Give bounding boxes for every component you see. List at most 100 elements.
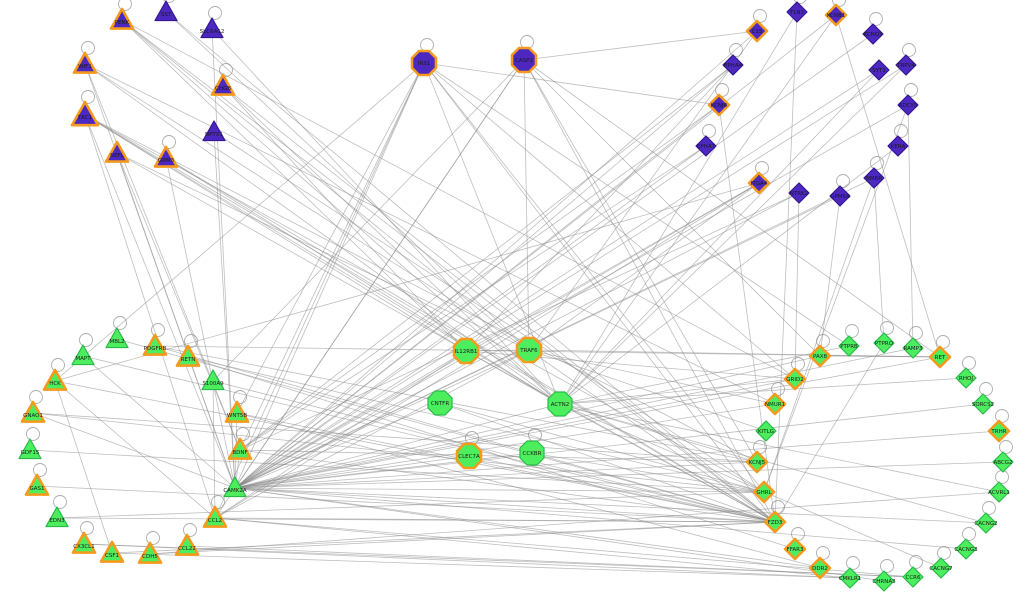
node-PENK[interactable]: PENK — [109, 7, 135, 30]
node-KITLG[interactable]: KITLG — [755, 420, 777, 442]
node-shape-GAS1[interactable] — [24, 473, 50, 496]
node-shape-KCNJ5[interactable] — [745, 450, 769, 474]
node-shape-GRID2[interactable] — [783, 367, 807, 391]
node-TRAF6[interactable]: TRAF6 — [515, 336, 543, 364]
node-shape-KCNB1[interactable] — [824, 3, 848, 27]
node-PDGFRB[interactable]: PDGFRB — [142, 333, 168, 356]
node-shape-MBL2[interactable] — [105, 327, 129, 349]
node-EDN3[interactable]: EDN3 — [45, 506, 69, 528]
node-KCNJ6[interactable]: KCNJ6 — [707, 93, 731, 117]
node-shape-PTPRO[interactable] — [873, 332, 895, 354]
node-shape-GDF15[interactable] — [18, 438, 42, 460]
node-RETN[interactable]: RETN — [175, 344, 201, 367]
node-GNAO1[interactable]: GNAO1 — [20, 400, 46, 423]
node-shape-SLC6A12[interactable] — [200, 17, 224, 39]
node-shape-CAMK2A[interactable] — [223, 476, 247, 498]
node-GRID2[interactable]: GRID2 — [783, 367, 807, 391]
node-shape-ITGA4[interactable] — [747, 171, 771, 195]
node-shape-CACNG7[interactable] — [930, 557, 952, 579]
node-IL12RB1[interactable]: IL12RB1 — [452, 337, 480, 365]
node-CASP2[interactable]: CASP2 — [510, 46, 538, 74]
node-shape-CHGB[interactable] — [210, 73, 236, 96]
node-shape-GRM3[interactable] — [153, 145, 179, 168]
node-shape-CDH5[interactable] — [137, 541, 163, 564]
node-shape-NTRK2[interactable] — [788, 182, 810, 204]
node-DDR2[interactable]: DDR2 — [808, 556, 832, 580]
node-shape-NEFL[interactable] — [104, 140, 130, 163]
node-shape-NMBR[interactable] — [863, 167, 885, 189]
node-CCL2[interactable]: CCL2 — [202, 505, 228, 528]
node-shape-ADCY5[interactable] — [897, 94, 919, 116]
node-KCNJ5[interactable]: KCNJ5 — [745, 450, 769, 474]
node-shape-S100A9[interactable] — [201, 369, 225, 391]
node-CACNG2[interactable]: CACNG2 — [974, 512, 998, 534]
node-GRM3[interactable]: GRM3 — [153, 145, 179, 168]
node-shape-HCK[interactable] — [42, 368, 68, 391]
node-shape-ABCG2[interactable] — [992, 451, 1014, 473]
node-ABCG2[interactable]: ABCG2 — [992, 451, 1014, 473]
node-shape-WNT5B[interactable] — [224, 400, 250, 423]
node-shape-SST[interactable] — [154, 0, 178, 22]
node-GAS1[interactable]: GAS1 — [24, 473, 50, 496]
node-PTPRB[interactable]: PTPRB — [838, 335, 860, 357]
node-shape-RAMP3[interactable] — [902, 337, 924, 359]
node-FZD3[interactable]: FZD3 — [763, 510, 787, 534]
node-shape-SORCS2[interactable] — [972, 393, 994, 415]
node-C1S[interactable]: C1S — [745, 19, 769, 43]
node-shape-BDNF[interactable] — [227, 437, 253, 460]
node-ACTN2[interactable]: ACTN2 — [547, 391, 573, 417]
node-shape-GPM6A[interactable] — [829, 185, 851, 207]
node-shape-ACVRL1[interactable] — [988, 481, 1010, 503]
node-shape-TRPV4[interactable] — [895, 54, 917, 76]
node-shape-PDGFRB[interactable] — [142, 333, 168, 356]
node-PTPRO[interactable]: PTPRO — [873, 332, 895, 354]
node-shape-ACTN2[interactable] — [547, 391, 573, 417]
node-CACNG3[interactable]: CACNG3 — [954, 538, 978, 560]
node-NTRK2[interactable]: NTRK2 — [788, 182, 810, 204]
node-shape-CHRNA3[interactable] — [873, 570, 895, 592]
node-CCR6[interactable]: CCR6 — [902, 566, 924, 588]
node-MAPT[interactable]: MAPT — [71, 344, 95, 366]
node-shape-CMKLR1[interactable] — [839, 567, 861, 589]
node-shape-DDR2[interactable] — [808, 556, 832, 580]
node-shape-RETN[interactable] — [175, 344, 201, 367]
node-CCL22[interactable]: CCL22 — [174, 533, 200, 556]
node-TRHR[interactable]: TRHR — [987, 419, 1011, 443]
node-shape-EPHA4[interactable] — [722, 54, 744, 76]
node-GPM6A[interactable]: GPM6A — [829, 185, 851, 207]
node-RAMP3[interactable]: RAMP3 — [902, 337, 924, 359]
node-shape-NMUR1[interactable] — [763, 392, 787, 416]
node-EPHA7[interactable]: EPHA7 — [695, 135, 717, 157]
node-shape-CACNG2[interactable] — [975, 512, 997, 534]
node-WIF1[interactable]: WIF1 — [72, 51, 98, 74]
node-IRS1[interactable]: IRS1 — [410, 49, 438, 77]
node-ACVRL1[interactable]: ACVRL1 — [988, 481, 1010, 503]
node-shape-CCKBR[interactable] — [519, 440, 545, 466]
node-shape-PAX8[interactable] — [808, 344, 832, 368]
node-shape-CNTFR[interactable] — [427, 390, 453, 416]
node-HCK[interactable]: HCK — [42, 368, 68, 391]
node-CCKBR[interactable]: CCKBR — [519, 440, 545, 466]
node-shape-PENK[interactable] — [109, 7, 135, 30]
node-KERA[interactable]: KERA — [887, 135, 909, 157]
node-WNT5B[interactable]: WNT5B — [224, 400, 250, 423]
node-shape-KERA[interactable] — [887, 135, 909, 157]
node-shape-KITLG[interactable] — [755, 420, 777, 442]
node-CACNG7[interactable]: CACNG7 — [929, 557, 953, 579]
node-shape-PTPRB[interactable] — [838, 335, 860, 357]
node-RET[interactable]: RET — [928, 345, 952, 369]
node-shape-KCNJ6[interactable] — [707, 93, 731, 117]
node-ITGA4[interactable]: ITGA4 — [747, 171, 771, 195]
node-shape-CLEC7A[interactable] — [455, 442, 483, 470]
node-shape-FFAR3[interactable] — [783, 537, 807, 561]
node-shape-CSF1[interactable] — [99, 540, 125, 563]
node-SORCS2[interactable]: SORCS2 — [972, 393, 994, 415]
node-TAC1[interactable]: TAC1 — [70, 100, 100, 127]
node-shape-TRAF6[interactable] — [515, 336, 543, 364]
node-shape-NPTX1[interactable] — [202, 120, 226, 142]
node-shape-CCR6[interactable] — [902, 566, 924, 588]
node-shape-TRHR[interactable] — [987, 419, 1011, 443]
node-shape-IL12RB1[interactable] — [452, 337, 480, 365]
node-shape-CASP2[interactable] — [510, 46, 538, 74]
node-SST[interactable]: SST — [154, 0, 178, 22]
